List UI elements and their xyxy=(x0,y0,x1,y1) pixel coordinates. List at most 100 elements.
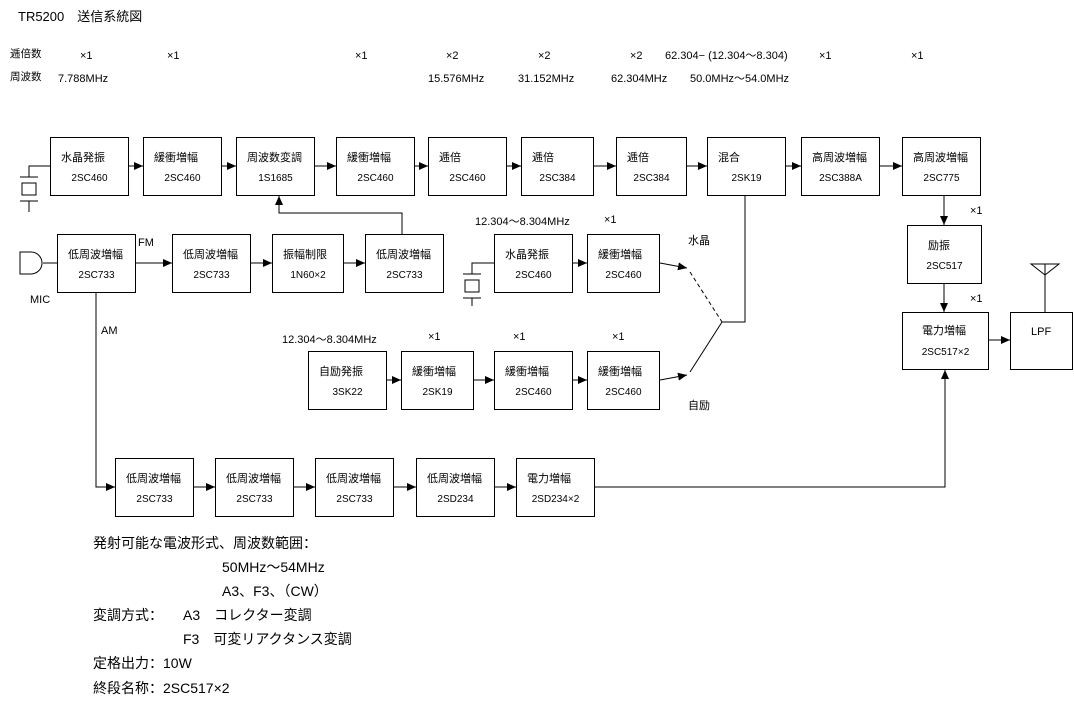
note-frequency-range: 50MHz〜54MHz xyxy=(222,559,325,575)
crystal-icon xyxy=(463,262,494,306)
arrow-local-xtal-buffer-to-switch xyxy=(659,262,688,271)
block-device: 2SD234 xyxy=(437,494,474,505)
block-function: 水晶発振 xyxy=(61,152,105,164)
block-device: 2SC460 xyxy=(71,173,108,184)
multiplier-value: ×2 xyxy=(538,50,551,62)
driver-block: 励振 2SC517 xyxy=(907,225,982,284)
arrow-af-to-fm-modulator xyxy=(275,196,403,234)
af-amp-block: 低周波増幅 2SC733 xyxy=(115,458,194,517)
af-amp-block: 低周波増幅 2SC733 xyxy=(365,234,444,293)
local-osc-to-mixer-wire xyxy=(722,196,746,323)
crystal-osc-multiplier: ×1 xyxy=(604,214,617,226)
power-amp-block: 電力増幅 2SC517×2 xyxy=(902,312,989,370)
block-device: 2SC733 xyxy=(236,494,273,505)
block-device: 1S1685 xyxy=(258,173,293,184)
block-function: 低周波増幅 xyxy=(376,249,431,261)
block-function: 高周波増幅 xyxy=(812,152,867,164)
block-device: 2SC460 xyxy=(357,173,394,184)
buffer-amp-block: 緩衝増幅 2SK19 xyxy=(401,351,474,410)
block-device: 2SC517×2 xyxy=(921,347,970,358)
block-function: 逓倍 xyxy=(532,152,554,164)
switch-arm-self-excited xyxy=(689,321,723,373)
block-device: 2SK19 xyxy=(422,387,453,398)
multiplier-value: ×2 xyxy=(630,50,643,62)
fm-modulator-block: 周波数変調 1S1685 xyxy=(236,137,315,196)
multiplier-value: ×1 xyxy=(80,50,93,62)
block-device: 2SC733 xyxy=(193,270,230,281)
crystal-osc-frequency: 12.304〜8.304MHz xyxy=(475,216,570,228)
block-device: 2SC384 xyxy=(539,173,576,184)
buffer-amp-block: 緩衝増幅 2SC460 xyxy=(587,351,660,410)
block-function: 緩衝増幅 xyxy=(412,366,456,378)
block-function: 緩衝増幅 xyxy=(598,366,642,378)
block-device: 2SD234×2 xyxy=(531,494,580,505)
note-emission-heading: 発射可能な電波形式、周波数範囲： xyxy=(93,535,317,551)
switch-contact-crystal xyxy=(689,271,723,323)
multiplier-value: ×1 xyxy=(355,50,368,62)
multiplier-block: 逓倍 2SC460 xyxy=(428,137,507,196)
multiplier-value: ×1 xyxy=(911,50,924,62)
rf-amp-block: 高周波増幅 2SC388A xyxy=(801,137,880,196)
microphone-icon xyxy=(19,251,43,275)
arrow-af-to-am-chain xyxy=(95,293,115,491)
diagram-title: TR5200 送信系統図 xyxy=(18,9,143,24)
block-device: 2SC517 xyxy=(926,261,963,272)
antenna-icon xyxy=(1029,263,1061,312)
block-function: 電力増幅 xyxy=(527,473,571,485)
block-device: 2SC775 xyxy=(923,173,960,184)
vfo-block: 自励発振 3SK22 xyxy=(308,351,387,410)
block-device: 2SC388A xyxy=(819,173,862,184)
note-modulation-f3: F3 可変リアクタンス変調 xyxy=(183,631,352,647)
crystal-icon xyxy=(20,165,50,212)
driver-multiplier: ×1 xyxy=(970,205,983,217)
block-device: 2SK19 xyxy=(731,173,762,184)
block-device: 2SC733 xyxy=(136,494,173,505)
vfo-multiplier: ×1 xyxy=(513,331,526,343)
af-amp-block: 低周波増幅 2SC733 xyxy=(172,234,251,293)
block-function: 周波数変調 xyxy=(247,152,302,164)
vfo-multiplier: ×1 xyxy=(428,331,441,343)
af-amp-block: 低周波増幅 2SC733 xyxy=(215,458,294,517)
limiter-block: 振幅制限 1N60×2 xyxy=(272,234,344,293)
note-rated-output: 定格出力：10W xyxy=(93,655,192,671)
multiplier-value: ×1 xyxy=(167,50,180,62)
crystal-oscillator-block: 水晶発振 2SC460 xyxy=(50,137,129,196)
rf-amp-block: 高周波増幅 2SC775 xyxy=(902,137,981,196)
block-function: 混合 xyxy=(718,152,740,164)
block-device: 2SC460 xyxy=(605,270,642,281)
block-device: 2SC733 xyxy=(78,270,115,281)
lpf-label: LPF xyxy=(1031,326,1052,338)
buffer-amp-block: 緩衝増幅 2SC460 xyxy=(143,137,222,196)
mic-label: MIC xyxy=(30,294,51,306)
block-function: 励振 xyxy=(928,240,950,252)
block-device: 3SK22 xyxy=(332,387,363,398)
note-modulation-a3: A3 コレクター変調 xyxy=(183,607,312,623)
block-function: 緩衝増幅 xyxy=(347,152,391,164)
multiplier-value: 62.304− (12.304〜8.304) xyxy=(665,50,788,62)
row-label-multiplier: 逓倍数 xyxy=(10,48,42,60)
crystal-oscillator-block: 水晶発振 2SC460 xyxy=(494,234,573,293)
block-function: 自励発振 xyxy=(319,366,363,378)
buffer-amp-block: 緩衝増幅 2SC460 xyxy=(494,351,573,410)
block-function: 低周波増幅 xyxy=(427,473,482,485)
block-device: 1N60×2 xyxy=(290,270,326,281)
block-device: 2SC460 xyxy=(164,173,201,184)
am-label: AM xyxy=(101,325,118,337)
block-function: 低周波増幅 xyxy=(68,249,123,261)
block-device: 2SC460 xyxy=(515,270,552,281)
row-label-frequency: 周波数 xyxy=(10,71,42,83)
block-function: 逓倍 xyxy=(627,152,649,164)
frequency-value: 15.576MHz xyxy=(428,73,485,85)
block-device: 2SC733 xyxy=(386,270,423,281)
switch-label-self-excited: 自励 xyxy=(688,400,710,412)
lpf-block: LPF xyxy=(1010,312,1073,370)
af-amp-block: 低周波増幅 2SC733 xyxy=(57,234,136,293)
note-modulation-heading: 変調方式： xyxy=(93,607,163,623)
block-function: 高周波増幅 xyxy=(913,152,968,164)
block-device: 2SC733 xyxy=(336,494,373,505)
block-function: 低周波増幅 xyxy=(226,473,281,485)
block-device: 2SC460 xyxy=(449,173,486,184)
modulator-power-amp-block: 電力増幅 2SD234×2 xyxy=(516,458,595,517)
block-function: 振幅制限 xyxy=(283,249,327,261)
note-final-stage: 終段名称：2SC517×2 xyxy=(93,680,230,696)
